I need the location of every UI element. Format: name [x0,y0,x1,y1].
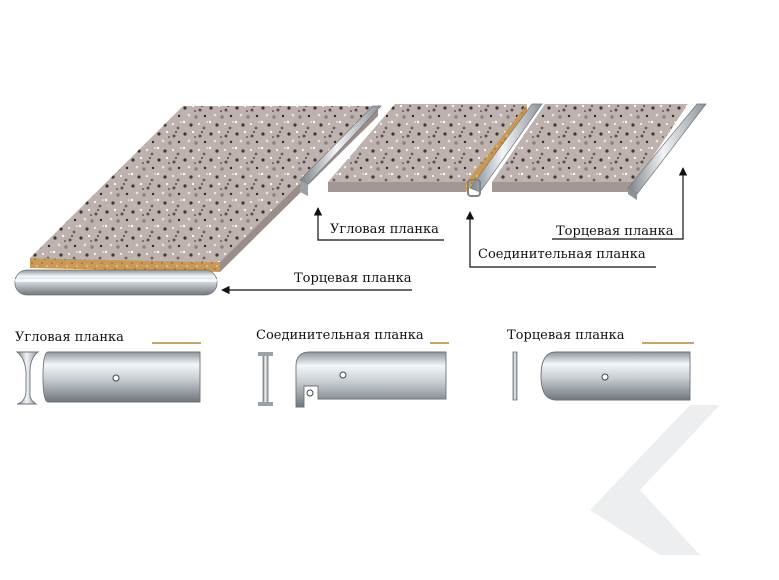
corner-strip-cross-section [15,351,40,405]
countertop-slab-right [492,104,688,192]
profile-title-corner-strip: Угловая планка [15,330,124,345]
corner-strip-face [42,351,201,403]
watermark-logo [590,405,720,555]
label-corner-strip: Угловая планка [330,222,439,237]
callout-lines [221,167,688,295]
profile-connecting-strip [258,342,449,408]
connecting-strip-face [295,351,447,408]
end-strip-face [540,351,691,401]
label-end-strip-bottom: Торцевая планка [294,271,412,286]
end-strip-cross-section [512,351,518,401]
profile-title-connecting-strip: Соединительная планка [256,328,424,343]
end-strip-right-bar [627,103,707,200]
countertop-slab-middle [328,104,527,192]
profile-title-end-strip: Торцевая планка [507,328,625,343]
countertop-slab-left [30,106,378,272]
label-connecting-strip: Соединительная планка [478,247,646,262]
corner-strip-diagonal [299,105,382,196]
profile-end-strip [512,342,694,401]
end-strip-bottom-bar [14,269,218,296]
profile-corner-strip [15,342,201,405]
connecting-strip-diagonal [467,103,543,197]
label-end-strip-right: Торцевая планка [556,224,674,239]
